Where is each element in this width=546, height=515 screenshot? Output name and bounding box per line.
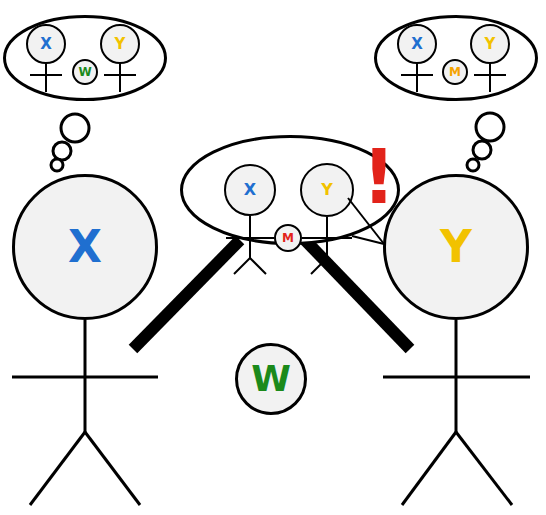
small-head: Y <box>300 163 354 217</box>
arms <box>12 376 158 379</box>
outline-shape <box>443 60 467 84</box>
person-head: Y <box>383 174 529 320</box>
outline-shape <box>73 60 97 84</box>
node-letter: W <box>251 361 291 397</box>
small-head: X <box>224 164 276 216</box>
outline <box>3 15 167 101</box>
outline-shape <box>301 164 353 216</box>
text-box: Y <box>100 24 140 64</box>
node-letter: Y <box>115 37 126 52</box>
thought-dot <box>473 141 491 159</box>
stick-line <box>326 217 328 258</box>
stick-line <box>474 74 506 76</box>
thought-bubble: X Y M <box>374 15 538 101</box>
text-box <box>374 15 538 101</box>
exclamation-mark: ! <box>362 140 396 214</box>
node-letter: M <box>282 232 294 244</box>
outline-shape <box>237 345 306 414</box>
node-letter: X <box>40 37 52 52</box>
arms <box>383 376 530 379</box>
stick-line <box>416 64 418 92</box>
token-circle: W <box>72 59 98 85</box>
small-head: Y <box>470 24 510 64</box>
stick-line <box>30 74 62 76</box>
thought-bubble: X Y W <box>3 15 167 101</box>
thought-dot <box>53 142 71 160</box>
text-box: Y <box>470 24 510 64</box>
stick-line <box>401 74 433 76</box>
text-box: X <box>224 164 276 216</box>
stick-line <box>489 64 491 92</box>
stick-line <box>249 216 251 258</box>
stick-line <box>226 237 274 239</box>
stick-line <box>302 237 352 239</box>
text-box: W <box>235 343 307 415</box>
leg <box>30 432 85 505</box>
text-box: X <box>26 24 66 64</box>
thought-dot <box>467 159 479 171</box>
text-box: W <box>72 59 98 85</box>
text-box: X <box>397 24 437 64</box>
text-box <box>3 15 167 101</box>
small-head: X <box>26 24 66 64</box>
leg <box>85 432 140 505</box>
stick-line <box>104 74 136 76</box>
stick-line <box>327 258 343 274</box>
thought-dot <box>61 114 89 142</box>
outline-shape <box>471 25 509 63</box>
node-letter: X <box>411 37 423 52</box>
small-head: Y <box>100 24 140 64</box>
text-box: M <box>274 224 302 252</box>
outline-shape <box>385 176 528 319</box>
person-head: X <box>12 174 158 320</box>
node-letter: W <box>78 66 91 78</box>
node-letter: X <box>68 225 102 269</box>
outline-shape <box>398 25 436 63</box>
text-box: Y <box>383 174 529 320</box>
text-box: M <box>442 59 468 85</box>
thought-dot <box>51 159 63 171</box>
outline-shape <box>14 176 157 319</box>
stick-line <box>45 64 47 92</box>
small-head: X <box>397 24 437 64</box>
node-letter: M <box>449 66 461 78</box>
thought-dot <box>476 113 504 141</box>
stick-line <box>119 64 121 92</box>
stick-line <box>250 258 266 274</box>
text-box: Y <box>300 163 354 217</box>
leg <box>456 432 512 505</box>
stick-line <box>311 258 327 274</box>
token-circle: W <box>235 343 307 415</box>
token-circle: M <box>274 224 302 252</box>
outline-shape <box>225 165 275 215</box>
text-box: X <box>12 174 158 320</box>
outline-shape <box>376 17 537 100</box>
outline <box>374 15 538 101</box>
stick-line <box>352 236 384 244</box>
node-letter: X <box>244 182 256 198</box>
holding-poles <box>133 240 410 349</box>
token-circle: M <box>442 59 468 85</box>
node-letter: Y <box>321 182 333 198</box>
stick-bodies <box>12 320 530 505</box>
node-letter: Y <box>440 225 472 269</box>
outline-shape <box>275 225 301 251</box>
outline-shape <box>5 17 166 100</box>
stick-line <box>234 258 250 274</box>
node-letter: Y <box>485 37 496 52</box>
outline-shape <box>101 25 139 63</box>
outline-shape <box>27 25 65 63</box>
leg <box>402 432 456 505</box>
